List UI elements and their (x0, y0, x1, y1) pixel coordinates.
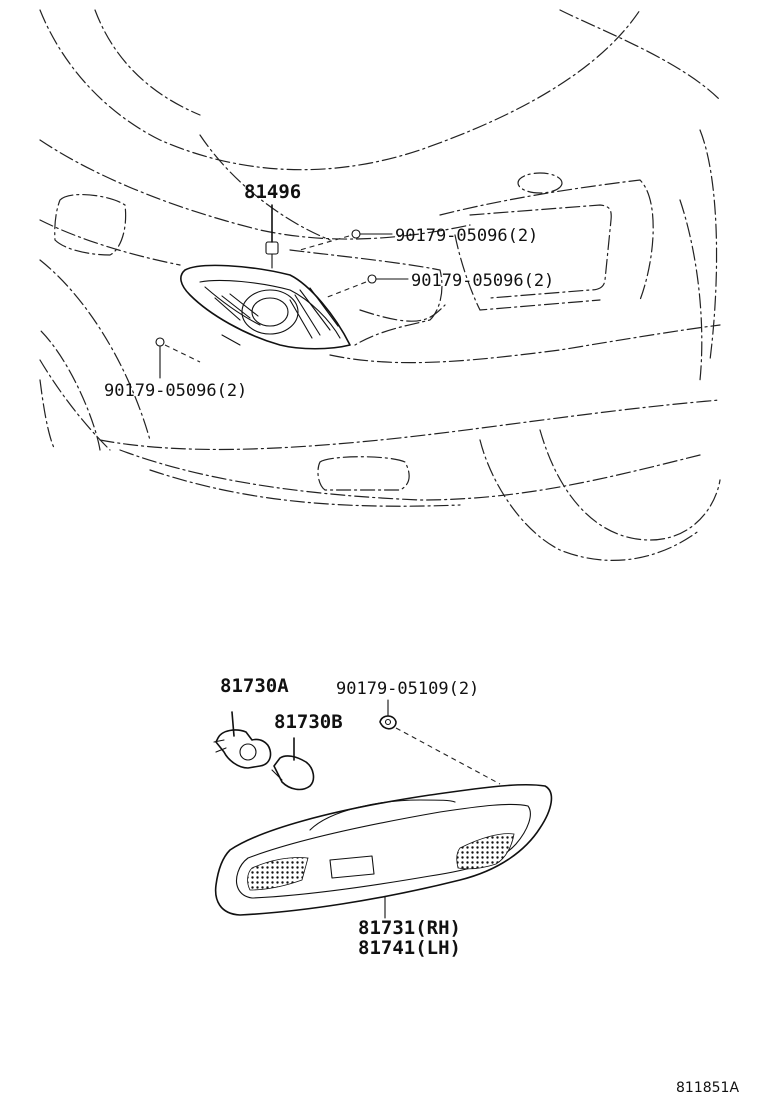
screw-icon (155, 337, 165, 347)
label-lamp-lh: 81741(LH) (358, 937, 461, 959)
screw-icon (351, 229, 361, 239)
side-marker-lamp (214, 783, 553, 919)
label-81730a: 81730A (220, 675, 289, 697)
screw-icon (367, 274, 377, 284)
socket-81730a (213, 711, 272, 769)
label-screw-left: 90179-05096(2) (104, 381, 247, 401)
label-screw-upper-right-1: 90179-05096(2) (395, 226, 538, 246)
upper-leaders (155, 204, 409, 379)
rear-combination-lamp (180, 241, 351, 350)
label-81496: 81496 (244, 181, 301, 203)
car-body-outline (39, 9, 721, 561)
screw-lower (379, 699, 501, 785)
bulb-81730b (271, 737, 315, 791)
figure-reference: 811851A (676, 1080, 739, 1096)
label-81730b: 81730B (274, 711, 343, 733)
label-screw-upper-right-2: 90179-05096(2) (411, 271, 554, 291)
label-screw-lower: 90179-05109(2) (336, 679, 479, 699)
label-lamp-rh: 81731(RH) (358, 917, 461, 939)
